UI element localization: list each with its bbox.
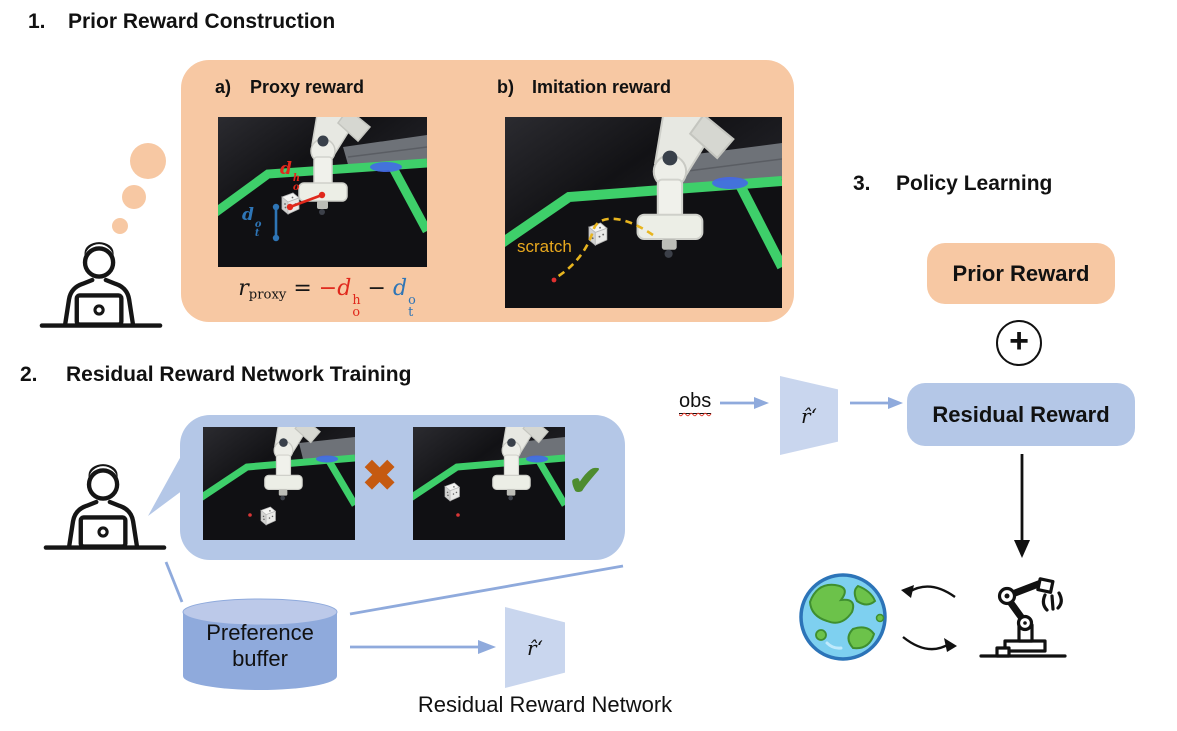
residual-network-caption: Residual Reward Network: [417, 692, 673, 717]
preference-buffer-label: Preference buffer: [182, 620, 338, 672]
proxy-reward-photo-art: [218, 117, 427, 267]
residual-network-trapezoid-label: r̂‘: [527, 635, 543, 660]
preference-buffer-line1: Preference: [206, 620, 314, 645]
section3-title-text: Policy Learning: [896, 172, 1053, 195]
panel-a-title: a) Proxy reward: [215, 77, 364, 98]
section2-title-text: Residual Reward Network Training: [66, 363, 412, 386]
section3-title: 3. Policy Learning: [853, 172, 1052, 196]
check-mark: ✔: [568, 457, 604, 504]
panel-b-number: b): [497, 77, 514, 97]
trajectory-photo-rejected-art: [203, 427, 355, 540]
person-at-laptop-icon: [43, 464, 167, 550]
section3-number: 3.: [853, 172, 871, 195]
plus-sign: +: [1009, 322, 1029, 360]
preference-buffer-cylinder: [182, 598, 338, 690]
prior-reward-box-label: Prior Reward: [952, 260, 1090, 286]
panel-a-number: a): [215, 77, 232, 97]
formula-minus2: −: [367, 276, 386, 301]
panel-b-title-text: Imitation reward: [532, 77, 672, 97]
buffer-to-network-arrow: [350, 640, 496, 654]
cross-mark: ✖: [362, 452, 398, 499]
trajectory-photo-preferred: [413, 427, 565, 540]
formula-lhs: r: [238, 276, 249, 301]
thought-bubble-large: [130, 143, 166, 179]
obs-to-network-arrow: [720, 397, 769, 409]
panel-b-title: b) Imitation reward: [497, 77, 671, 98]
section2-number: 2.: [20, 363, 38, 386]
bubble-to-buffer-connectors: [164, 561, 624, 616]
interaction-cycle-arrows-icon: [901, 585, 957, 652]
imitation-reward-photo: scratch: [505, 117, 782, 308]
plus-circle: +: [996, 320, 1042, 366]
robot-arm-icon: [979, 577, 1067, 658]
trajectory-photo-preferred-art: [413, 427, 565, 540]
section1-title: 1. Prior Reward Construction: [28, 10, 335, 34]
residual-reward-box: Residual Reward: [907, 383, 1135, 446]
scratch-label: scratch: [517, 237, 572, 256]
earth-icon: [799, 573, 887, 661]
network-to-residual-arrow: [850, 397, 903, 409]
policy-network-trapezoid-label: r̂‘: [801, 403, 817, 428]
panel-a-title-text: Proxy reward: [250, 77, 365, 97]
thought-bubble-medium: [122, 185, 146, 209]
formula-equals: =: [293, 276, 312, 301]
residual-reward-box-label: Residual Reward: [932, 401, 1110, 427]
prior-reward-box: Prior Reward: [927, 243, 1115, 304]
reward-to-environment-arrow: [1014, 454, 1030, 558]
trajectory-photo-rejected: [203, 427, 355, 540]
obs-label: obs: [679, 390, 712, 414]
section1-title-text: Prior Reward Construction: [68, 10, 336, 33]
policy-network-trapezoid: r̂‘: [780, 376, 838, 455]
person-at-laptop-icon: [39, 242, 163, 328]
residual-network-trapezoid: r̂‘: [505, 607, 565, 688]
thought-bubble-small: [112, 218, 128, 234]
imitation-reward-photo-art: [505, 117, 782, 308]
formula-lhs-sub: proxy: [248, 287, 287, 303]
preference-buffer-line2: buffer: [232, 646, 288, 671]
section1-number: 1.: [28, 10, 46, 33]
section2-title: 2. Residual Reward Network Training: [20, 363, 411, 387]
